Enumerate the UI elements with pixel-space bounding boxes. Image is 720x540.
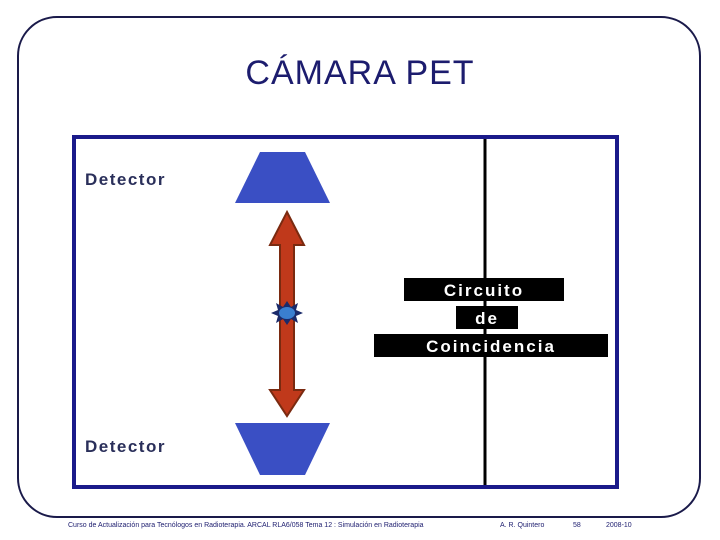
footer-course: Curso de Actualización para Tecnólogos e…: [68, 522, 424, 529]
circuit-label-line1: Circuito: [444, 281, 524, 300]
footer-author: A. R. Quintero: [500, 522, 545, 529]
footer-page-number: 58: [573, 522, 581, 529]
circuit-label-line3: Coincidencia: [426, 337, 556, 356]
pet-camera-diagram: Detector Detector Circuito de Coincidenc…: [72, 135, 619, 489]
top-detector-shape: [235, 152, 330, 203]
bottom-detector-shape: [235, 423, 330, 475]
detector-bottom-label: Detector: [85, 437, 166, 456]
slide-title: CÁMARA PET: [245, 54, 475, 92]
circuit-label-line2: de: [475, 309, 499, 328]
footer-date: 2008-10: [606, 522, 632, 529]
circuit-box-3: [374, 334, 608, 357]
circuit-box-1: [404, 278, 564, 301]
annihilation-burst-icon: [271, 301, 303, 325]
detector-top-label: Detector: [85, 170, 166, 189]
circuit-box-2: [456, 306, 518, 329]
diagram-frame: [72, 135, 619, 489]
